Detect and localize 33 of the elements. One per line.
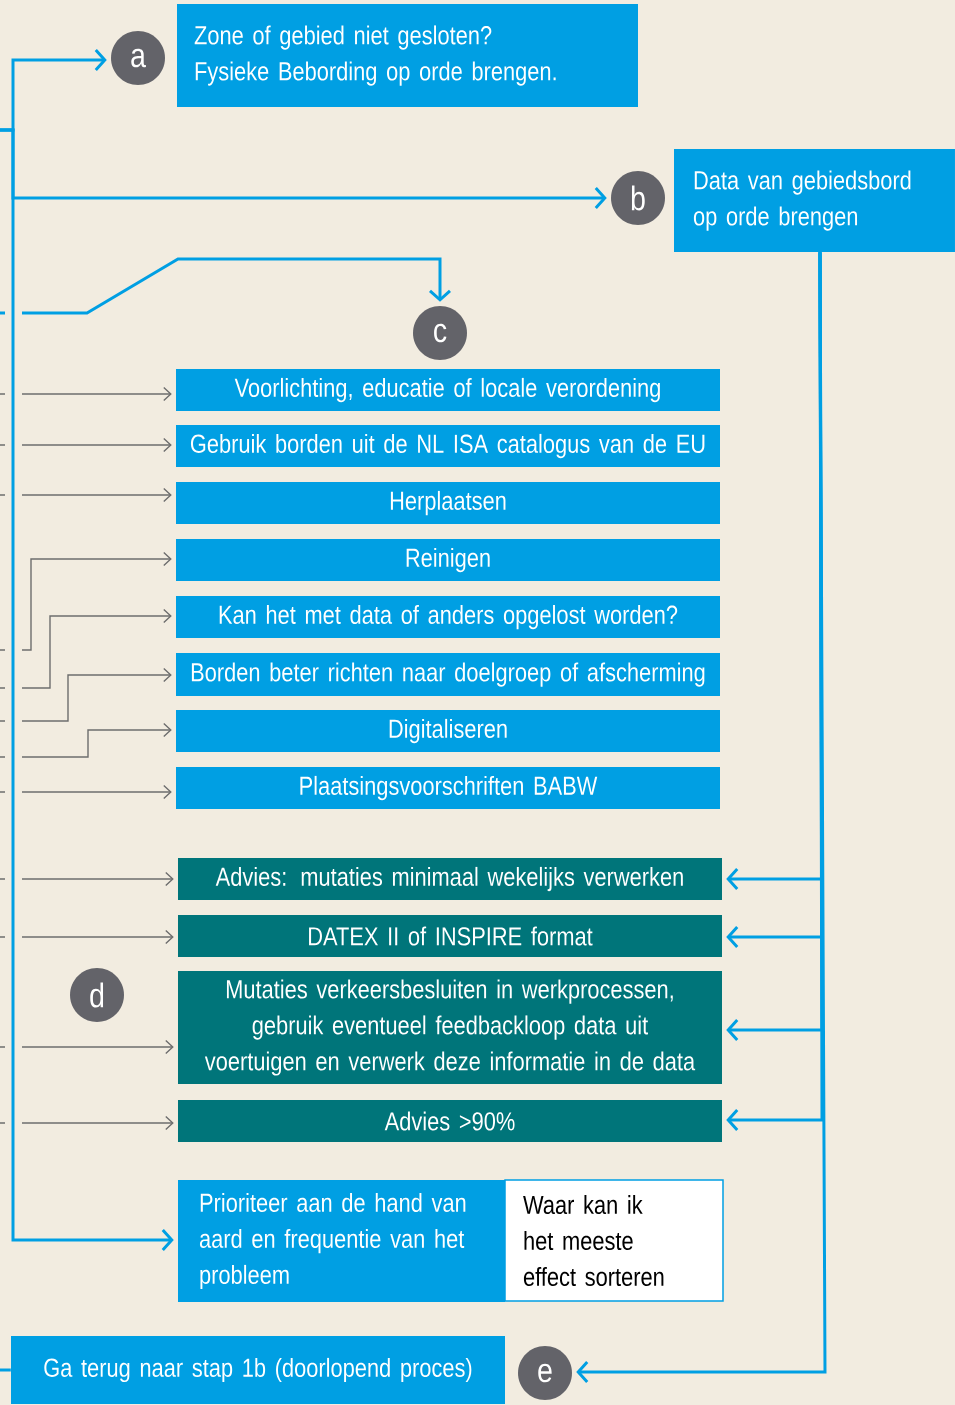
arrow (0, 722, 172, 758)
process-box: Mutaties verkeersbesluiten in werkprocessen, gebruik eventueel feedbackloop data uit voertuigen en verwerk deze informatie in de data (178, 971, 722, 1084)
arrow (0, 128, 174, 1251)
process-box: Advies: mutaties minimaal wekelijks verwerken (178, 858, 722, 900)
arrow (0, 257, 451, 315)
process-box: Zone of gebied niet gesloten? Fysieke Bebording op orde brengen. (177, 4, 638, 107)
process-box: Ga terug naar stap 1b (doorlopend proces) (11, 1336, 505, 1404)
process-box: DATEX II of INSPIRE format (178, 915, 722, 957)
process-box: Reinigen (176, 539, 720, 581)
process-box: Gebruik borden uit de NL ISA catalogus van de EU (176, 425, 720, 467)
arrow (0, 871, 174, 887)
arrow (0, 929, 174, 945)
process-box: Digitaliseren (176, 710, 720, 752)
process-box: Herplaatsen (176, 482, 720, 524)
connector-line (0, 1368, 11, 1372)
process-box: Advies >90% (178, 1100, 722, 1142)
process-box: Prioriteer aan de hand van aard en frequentie van het probleem (178, 1180, 505, 1302)
arrow (0, 667, 172, 722)
arrow (576, 252, 827, 1383)
arrow (0, 386, 172, 402)
arrow (0, 437, 172, 453)
arrow (0, 608, 172, 689)
process-box: Kan het met data of anders opgelost worden? (176, 596, 720, 638)
process-box: Borden beter richten naar doelgroep of afscherming (176, 653, 720, 696)
arrow (0, 1115, 174, 1131)
arrow (0, 551, 172, 651)
process-box: Voorlichting, educatie of locale verordening (176, 369, 720, 411)
process-box: Plaatsingsvoorschriften BABW (176, 767, 720, 809)
process-box: Data van gebiedsbord op orde brengen (674, 149, 955, 252)
arrow (0, 1039, 174, 1055)
arrow (0, 784, 172, 800)
note-box: Waar kan ik het meeste effect sorteren (504, 1179, 724, 1302)
arrow (0, 487, 172, 503)
